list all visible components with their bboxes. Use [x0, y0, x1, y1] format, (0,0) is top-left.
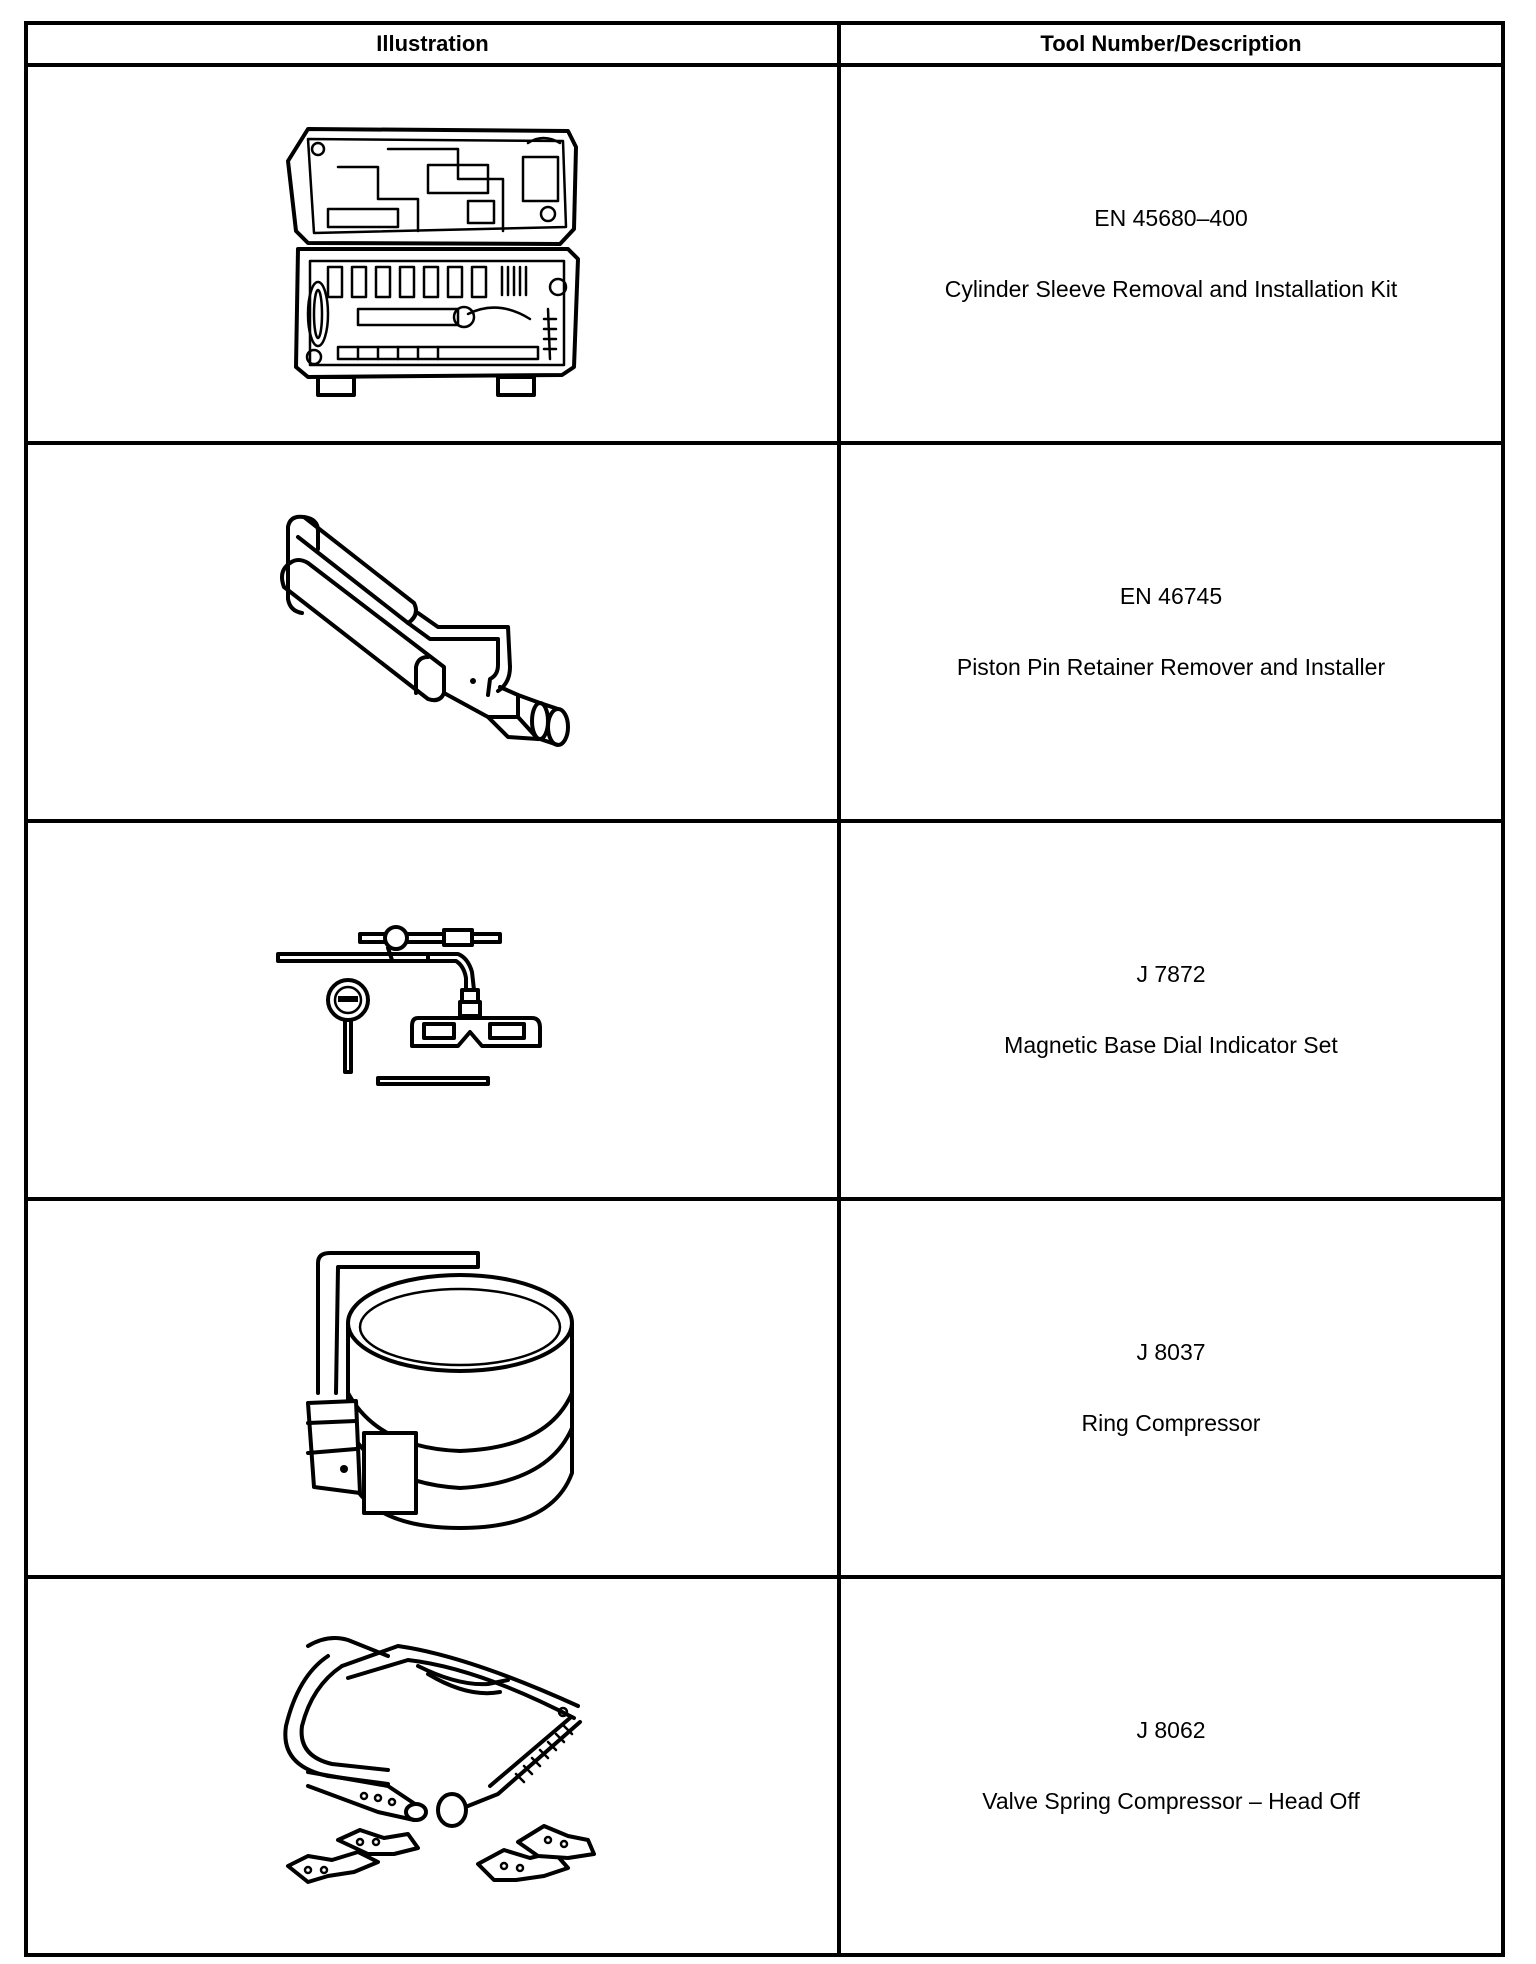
illustration-cell [24, 441, 841, 823]
piston-pin-tool-icon [279, 514, 570, 747]
tool-number: EN 46745 [1119, 583, 1223, 609]
ring-compressor-icon [305, 1251, 574, 1530]
table-row: EN 45680–400 Cylinder Sleeve Removal and… [24, 63, 1505, 445]
tool-description-cell: EN 46745 Piston Pin Retainer Remover and… [837, 441, 1505, 823]
special-tools-table: Illustration Tool Number/Description [24, 21, 1505, 1957]
illustration-cell [24, 1197, 841, 1579]
tool-description: Ring Compressor [1081, 1410, 1261, 1436]
tool-description-cell: J 7872 Magnetic Base Dial Indicator Set [837, 819, 1505, 1201]
table-row: EN 46745 Piston Pin Retainer Remover and… [24, 441, 1505, 823]
tool-case-icon [285, 127, 580, 397]
valve-spring-compressor-icon [282, 1636, 596, 1884]
tool-number: J 8037 [1136, 1339, 1206, 1365]
table-row: J 7872 Magnetic Base Dial Indicator Set [24, 819, 1505, 1201]
tool-description-cell: J 8037 Ring Compressor [837, 1197, 1505, 1579]
table-row: J 8062 Valve Spring Compressor – Head Of… [24, 1575, 1505, 1957]
tool-number: J 7872 [1136, 961, 1206, 987]
illustration-cell [24, 1575, 841, 1957]
tool-description: Cylinder Sleeve Removal and Installation… [944, 276, 1398, 302]
tool-description: Valve Spring Compressor – Head Off [982, 1788, 1360, 1814]
tool-number: J 8062 [1136, 1717, 1206, 1743]
tool-description-cell: J 8062 Valve Spring Compressor – Head Of… [837, 1575, 1505, 1957]
header-row: Illustration Tool Number/Description [24, 21, 1505, 67]
illustration-cell [24, 63, 841, 445]
tool-description-cell: EN 45680–400 Cylinder Sleeve Removal and… [837, 63, 1505, 445]
tool-description: Magnetic Base Dial Indicator Set [1004, 1032, 1338, 1058]
tool-description: Piston Pin Retainer Remover and Installe… [956, 654, 1386, 680]
illustration-header: Illustration [24, 21, 841, 67]
illustration-cell [24, 819, 841, 1201]
table-row: J 8037 Ring Compressor [24, 1197, 1505, 1579]
dial-indicator-icon [275, 925, 542, 1086]
tool-number: EN 45680–400 [1094, 205, 1248, 231]
tool-description-header: Tool Number/Description [837, 21, 1505, 67]
